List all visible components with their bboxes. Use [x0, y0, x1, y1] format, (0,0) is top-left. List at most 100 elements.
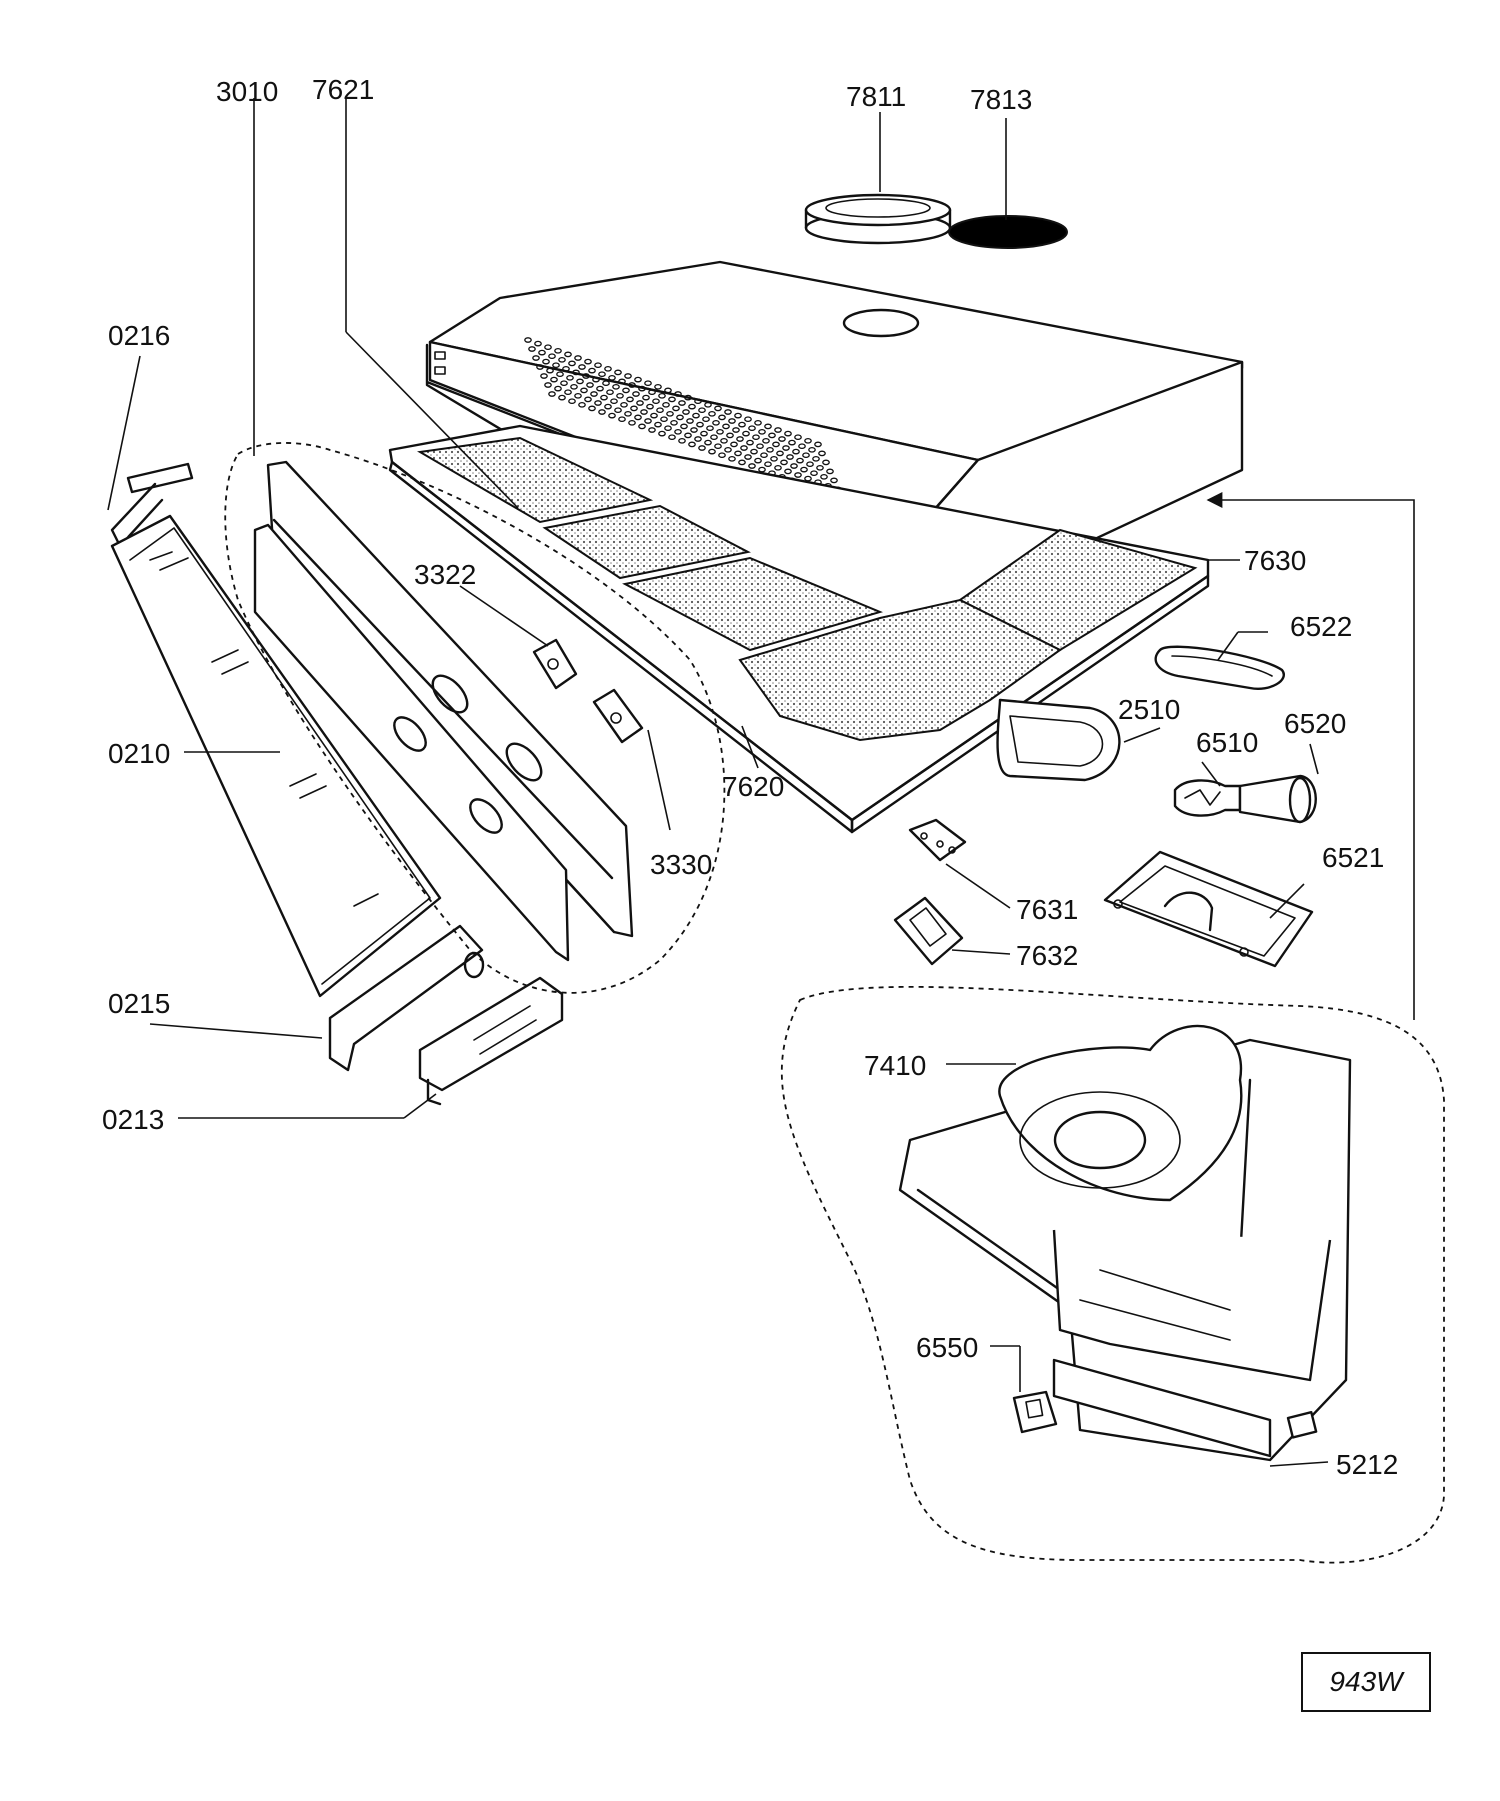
vent-hole [688, 441, 696, 448]
vent-hole [698, 445, 706, 451]
vent-hole [558, 356, 566, 363]
vent-hole [654, 421, 662, 428]
vent-hole [618, 378, 626, 385]
vent-hole [588, 367, 596, 374]
vent-hole [694, 436, 702, 442]
vent-hole [740, 445, 748, 451]
vent-hole [682, 409, 690, 415]
vent-hole [762, 437, 770, 444]
vent-hole [706, 425, 714, 432]
leader-lines [107, 98, 1329, 1467]
light-diffuser-part [996, 698, 1121, 782]
vent-hole [788, 439, 796, 446]
vent-hole [692, 412, 700, 419]
vent-hole [614, 369, 622, 376]
vent-hole [736, 436, 744, 442]
vent-hole [724, 409, 732, 415]
vent-hole [564, 351, 572, 358]
vent-hole [580, 387, 588, 394]
vent-hole [546, 367, 554, 374]
vent-hole [610, 398, 618, 405]
vent-hole [720, 437, 728, 444]
label-3010: 3010 [216, 76, 278, 107]
vent-hole [622, 387, 630, 394]
vent-hole [628, 382, 636, 388]
label-7630: 7630 [1244, 545, 1306, 576]
vent-hole [684, 432, 692, 439]
vent-hole [586, 382, 594, 388]
glass-panel-part [110, 514, 442, 998]
vent-hole [672, 405, 680, 412]
vent-hole [810, 470, 818, 477]
vent-hole [678, 437, 686, 444]
vent-hole [554, 347, 562, 354]
vent-hole [564, 389, 572, 396]
vent-hole [636, 400, 644, 406]
vent-hole [726, 432, 734, 439]
vent-hole [830, 477, 838, 484]
vent-hole [646, 403, 654, 410]
control-panel-group-outline [224, 442, 726, 994]
vent-hole [598, 371, 606, 378]
vent-hole [592, 376, 600, 383]
vent-hole [816, 464, 824, 471]
vent-hole [600, 394, 608, 401]
vent-hole [554, 385, 562, 392]
vent-hole [650, 412, 658, 419]
vent-hole [532, 355, 540, 361]
vent-hole [534, 340, 542, 347]
label-7620: 7620 [722, 771, 784, 802]
vent-hole [550, 376, 558, 383]
vent-hole [588, 405, 596, 412]
vent-hole [760, 452, 768, 459]
control-panel-part [253, 460, 634, 962]
vent-hole [754, 419, 762, 426]
vent-hole [716, 428, 724, 435]
vent-hole [660, 416, 668, 423]
vent-hole [798, 443, 806, 450]
assembly-arrow [1206, 492, 1415, 1020]
vent-hole [626, 396, 634, 403]
vent-hole [558, 394, 566, 401]
vent-hole [568, 398, 576, 405]
grease-filter-part [417, 436, 1198, 742]
vent-hole [536, 364, 544, 370]
vent-hole [538, 349, 546, 356]
vent-hole [524, 337, 532, 343]
vent-hole [572, 369, 580, 376]
vent-hole [694, 398, 702, 405]
vent-perforations [524, 337, 846, 502]
vent-hole [752, 434, 760, 441]
vent-hole [658, 392, 666, 399]
vent-hole [774, 427, 782, 433]
vent-hole [702, 416, 710, 423]
vent-hole [728, 418, 736, 424]
vent-hole [792, 448, 800, 455]
label-7631: 7631 [1016, 894, 1078, 925]
vent-hole [562, 365, 570, 372]
vent-hole [718, 414, 726, 421]
vent-hole [794, 434, 802, 441]
vent-hole [784, 468, 792, 475]
vent-hole [700, 430, 708, 437]
label-7621: 7621 [312, 74, 374, 105]
vent-hole [776, 450, 784, 457]
vent-hole [698, 407, 706, 414]
vent-hole [818, 450, 826, 457]
label-7632: 7632 [1016, 940, 1078, 971]
vent-hole [774, 464, 782, 471]
lamp-holder-part [1238, 774, 1317, 824]
vent-hole [764, 423, 772, 430]
switch-part-6550 [1012, 1390, 1058, 1434]
vent-hole [680, 423, 688, 430]
label-0215: 0215 [108, 988, 170, 1019]
label-0210: 0210 [108, 738, 170, 769]
vent-hole [578, 401, 586, 408]
label-7811: 7811 [846, 81, 906, 112]
vent-hole [678, 400, 686, 406]
vent-hole [730, 441, 738, 448]
vent-hole [784, 430, 792, 437]
vent-hole [766, 446, 774, 453]
vent-hole [742, 430, 750, 437]
